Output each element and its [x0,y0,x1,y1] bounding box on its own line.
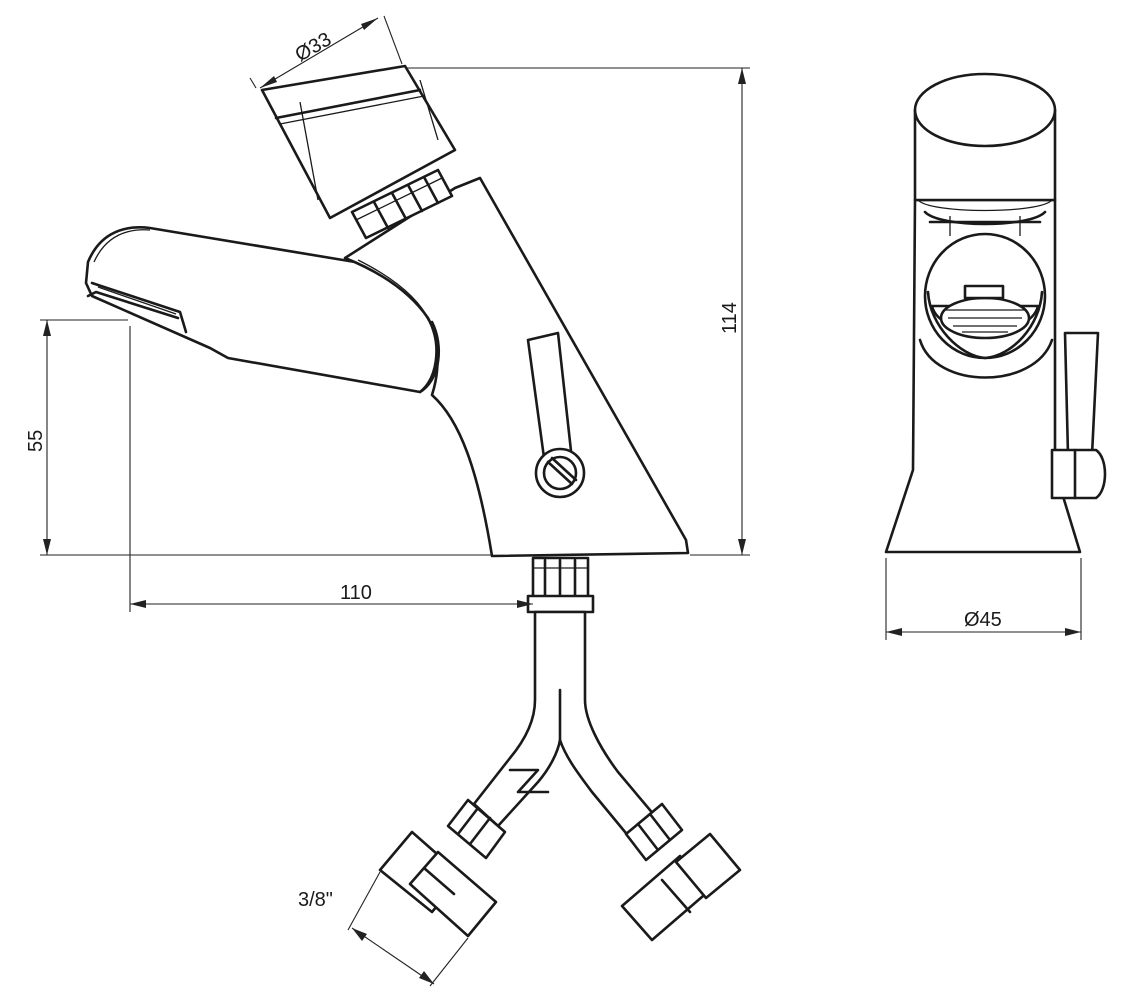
spout-reach-label: 110 [340,582,372,604]
connection-thread-label: 3/8" [298,889,333,911]
lever-handle[interactable] [526,331,586,499]
right-connection-nut [620,832,742,942]
supply-hoses [446,610,684,862]
dimension-connection-thread: 3/8" [298,871,469,987]
dimension-total-height: 114 [405,67,750,556]
total-height-label: 114 [719,302,741,334]
front-knob [913,72,1057,212]
front-lever[interactable] [1050,331,1107,500]
knob-diameter-label: Ø33 [292,28,336,66]
base-diameter-label: Ø45 [964,609,1002,631]
knob-neck [350,168,454,240]
push-knob [260,64,457,220]
dimension-base-diameter: Ø45 [885,558,1082,640]
left-connection-nut [378,830,498,938]
side-view [84,64,742,942]
front-neck [923,210,1047,236]
front-view [884,72,1107,554]
faucet-body [343,176,690,558]
dimension-spout-height: 55 [25,319,492,556]
dimension-spout-reach: 110 [129,326,533,612]
spout-height-label: 55 [25,430,47,452]
bottom-fitting [526,556,595,614]
front-aerator [918,232,1054,379]
